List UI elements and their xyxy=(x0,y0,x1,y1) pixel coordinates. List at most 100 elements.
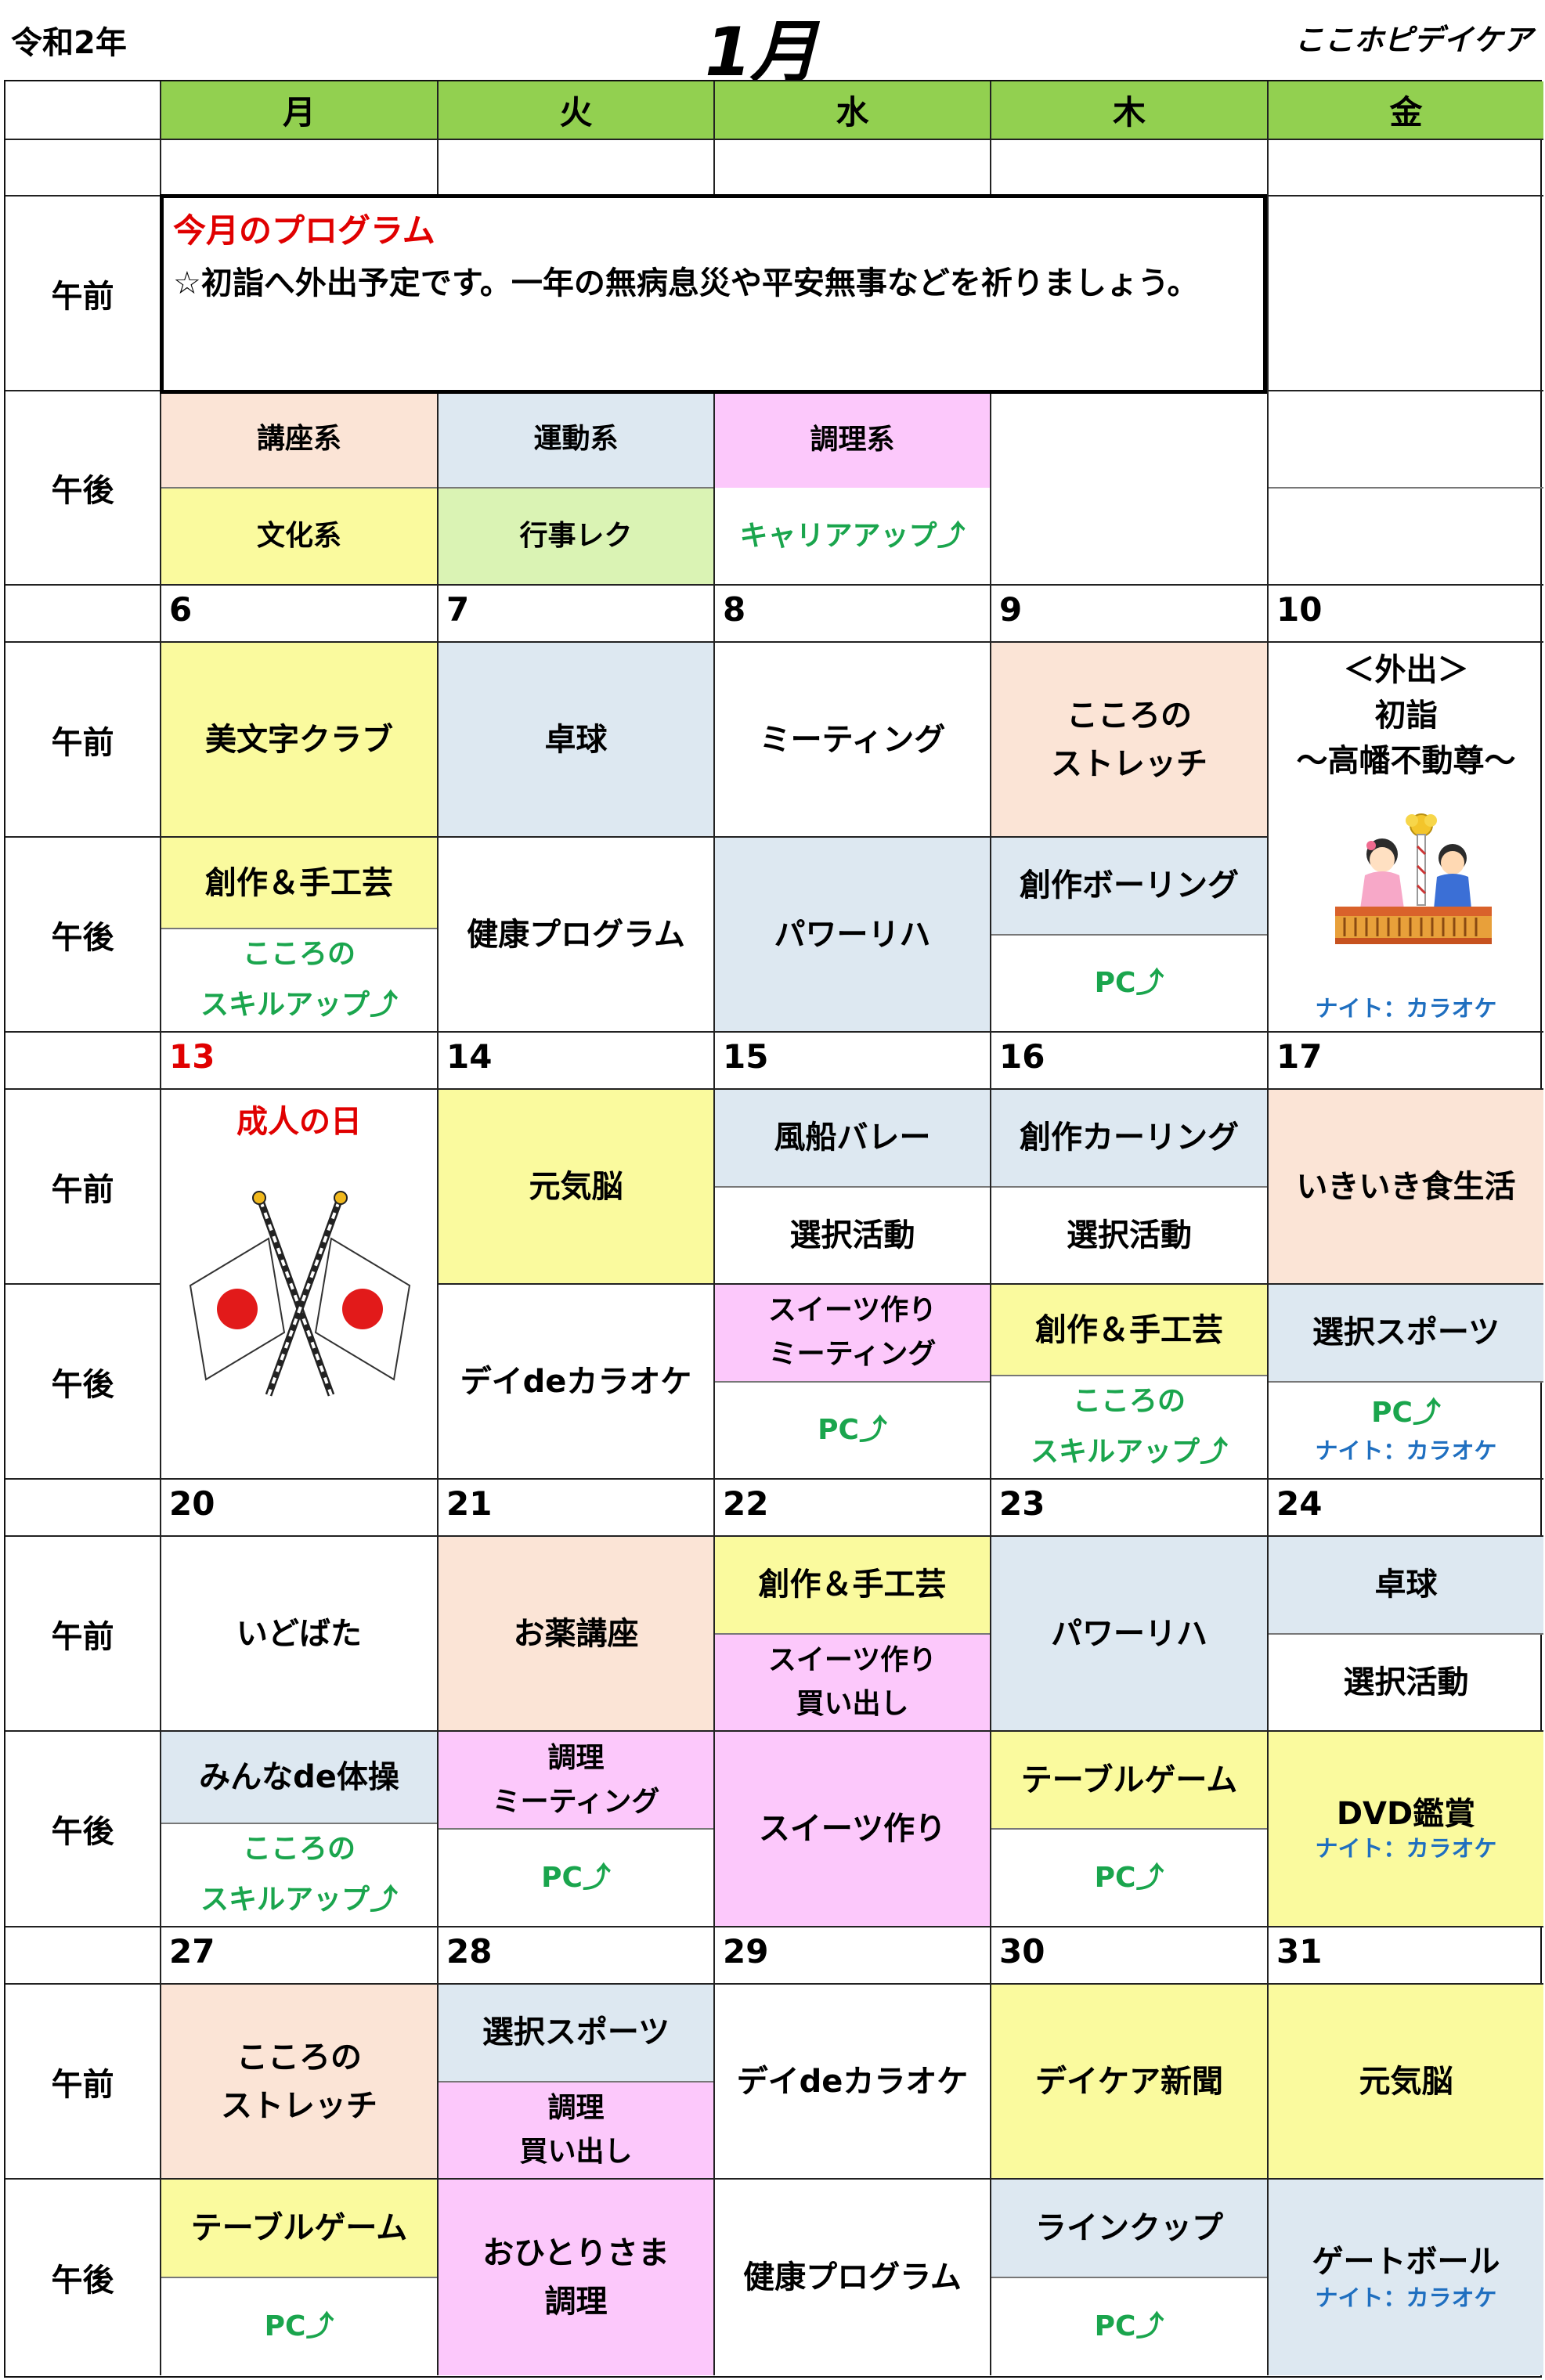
night-karaoke: ナイト：カラオケ xyxy=(1315,1437,1497,1464)
outing-text: ＜外出＞ 初詣 〜高幡不動尊〜 xyxy=(1296,652,1516,779)
legend-cell: 調理系キャリアアップ⤴ xyxy=(715,391,991,586)
activity-cell: スイーツ作り xyxy=(715,1732,991,1927)
date-cell-holiday: 13 xyxy=(161,1033,439,1090)
weekday-fri: 金 xyxy=(1269,81,1543,140)
activity-text: スイーツ作り ミーティング xyxy=(715,1285,990,1381)
career-text: PC⤴ xyxy=(715,1380,990,1479)
era-label: 令和2年 xyxy=(11,25,127,61)
activity-text: 選択スポーツ xyxy=(1269,1285,1543,1381)
brand-name: ここホピデイケア xyxy=(1294,23,1532,57)
activity-text: 創作＆手工芸 xyxy=(991,1285,1267,1376)
am-label: 午前 xyxy=(5,643,161,838)
activity-cell: 創作＆手工芸こころの スキルアップ⤴ xyxy=(161,838,439,1033)
empty-cell xyxy=(991,140,1269,197)
empty-cell xyxy=(1269,197,1543,391)
activity-cell: こころの ストレッチ xyxy=(991,643,1269,838)
legend-cell: 講座系文化系 xyxy=(161,391,439,586)
pm-label: 午後 xyxy=(5,391,161,586)
activity-text: 選択活動 xyxy=(1269,1632,1543,1731)
activity-text: 調理 ミーティング xyxy=(439,1732,713,1828)
activity-cell: 元気脳 xyxy=(1269,1985,1543,2180)
career-text: PC⤴ xyxy=(161,2277,437,2375)
empty-cell xyxy=(1269,140,1543,197)
night-karaoke: ナイト：カラオケ xyxy=(1315,995,1497,1022)
weekday-thu: 木 xyxy=(991,81,1269,140)
pm-label: 午後 xyxy=(5,1285,161,1480)
activity-cell: 美文字クラブ xyxy=(161,643,439,838)
activity-cell: DVD鑑賞 ナイト：カラオケ xyxy=(1269,1732,1543,1927)
activity-cell: 選択スポーツ調理 買い出し xyxy=(439,1985,715,2180)
activity-cell: デイケア新聞 xyxy=(991,1985,1269,2180)
career-text: こころの スキルアップ⤴ xyxy=(161,928,437,1031)
pm-label: 午後 xyxy=(5,2180,161,2375)
career-text: PC⤴ xyxy=(991,1828,1267,1926)
activity-cell: いどばた xyxy=(161,1537,439,1732)
activity-cell: 創作カーリング選択活動 xyxy=(991,1090,1269,1285)
legend-cooking: 調理系 xyxy=(715,391,990,488)
date-cell: 20 xyxy=(161,1480,439,1537)
am-label: 午前 xyxy=(5,1537,161,1732)
date-cell: 6 xyxy=(161,586,439,643)
japan-flags-illustration xyxy=(189,1191,411,1397)
activity-cell: いきいき食生活 xyxy=(1269,1090,1543,1285)
weekday-tue: 火 xyxy=(439,81,715,140)
weekday-mon: 月 xyxy=(161,81,439,140)
career-text: PC⤴ xyxy=(439,1828,713,1926)
empty-cell xyxy=(5,140,161,197)
date-cell: 7 xyxy=(439,586,715,643)
date-cell: 27 xyxy=(161,1927,439,1985)
activity-cell: デイdeカラオケ xyxy=(715,1985,991,2180)
career-text: こころの スキルアップ⤴ xyxy=(161,1823,437,1926)
activity-cell: デイdeカラオケ xyxy=(439,1285,715,1480)
activity-cell: パワーリハ xyxy=(715,838,991,1033)
month-title: 1月 xyxy=(705,13,818,92)
activity-cell: みんなde体操こころの スキルアップ⤴ xyxy=(161,1732,439,1927)
activity-cell: こころの ストレッチ xyxy=(161,1985,439,2180)
activity-text: 選択活動 xyxy=(991,1185,1267,1284)
date-cell: 21 xyxy=(439,1480,715,1537)
activity-cell: 創作＆手工芸こころの スキルアップ⤴ xyxy=(991,1285,1269,1480)
activity-cell: ゲートボール ナイト：カラオケ xyxy=(1269,2180,1543,2375)
legend-exercise: 運動系 xyxy=(439,391,713,487)
activity-cell: 創作＆手工芸スイーツ作り 買い出し xyxy=(715,1537,991,1732)
activity-text: テーブルゲーム xyxy=(991,1732,1267,1828)
empty-cell xyxy=(991,391,1269,586)
activity-cell: パワーリハ xyxy=(991,1537,1269,1732)
activity-text: テーブルゲーム xyxy=(161,2180,437,2277)
activity-text: スイーツ作り 買い出し xyxy=(715,1632,990,1730)
activity-text: 風船バレー xyxy=(715,1090,990,1186)
activity-text: 創作ボーリング xyxy=(991,838,1267,934)
date-cell: 23 xyxy=(991,1480,1269,1537)
legend-lecture: 講座系 xyxy=(161,391,437,487)
am-label: 午前 xyxy=(5,1985,161,2180)
monthly-program-box: 今月のプログラム ☆初詣へ外出予定です。一年の無病息災や平安無事などを祈りましょ… xyxy=(160,194,1267,394)
empty-cell xyxy=(5,1927,161,1985)
date-cell: 30 xyxy=(991,1927,1269,1985)
activity-text: 創作カーリング xyxy=(991,1090,1267,1186)
program-title: 今月のプログラム xyxy=(173,211,435,250)
date-cell: 17 xyxy=(1269,1033,1543,1090)
activity-cell: 卓球選択活動 xyxy=(1269,1537,1543,1732)
date-cell: 28 xyxy=(439,1927,715,1985)
legend-career: キャリアアップ⤴ xyxy=(739,519,966,552)
empty-cell xyxy=(5,586,161,643)
career-text: PC⤴ xyxy=(991,2277,1267,2375)
activity-text: 選択活動 xyxy=(715,1185,990,1284)
activity-text: 卓球 xyxy=(1269,1537,1543,1633)
pm-label: 午後 xyxy=(5,838,161,1033)
outing-cell: ＜外出＞ 初詣 〜高幡不動尊〜 xyxy=(1269,643,1543,1033)
career-text: PC⤴ xyxy=(991,933,1267,1032)
legend-event: 行事レク xyxy=(439,487,713,584)
corner-cell xyxy=(5,81,161,140)
activity-cell: 健康プログラム xyxy=(715,2180,991,2375)
legend-cell: 運動系行事レク xyxy=(439,391,715,586)
activity-text: 創作＆手工芸 xyxy=(161,838,437,929)
career-text: こころの スキルアップ⤴ xyxy=(991,1375,1267,1478)
activity-cell: ミーティング xyxy=(715,643,991,838)
date-cell: 22 xyxy=(715,1480,991,1537)
am-label: 午前 xyxy=(5,197,161,391)
